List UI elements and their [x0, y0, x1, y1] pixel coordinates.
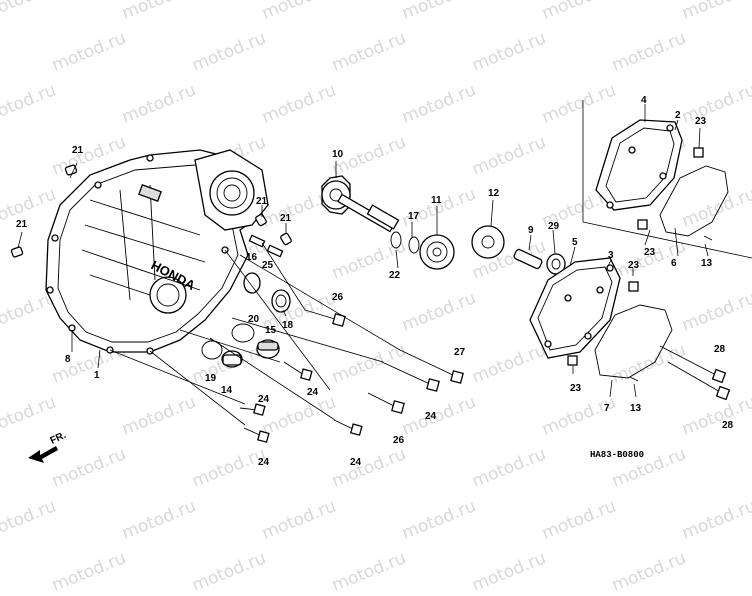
callout-21: 21 — [72, 145, 84, 156]
callout-12: 12 — [488, 188, 500, 199]
callout-23: 23 — [570, 383, 582, 394]
callout-28: 28 — [722, 420, 734, 431]
callout-6: 6 — [671, 258, 677, 269]
diagram-code: HA83-B0800 — [590, 450, 644, 460]
callout-15: 15 — [265, 325, 277, 336]
oil-seal-18 — [243, 272, 291, 313]
dowel-pins — [10, 164, 292, 258]
diagram-drawing: HONDA — [10, 95, 752, 468]
callout-13: 13 — [701, 258, 713, 269]
callout-14: 14 — [221, 385, 233, 396]
callout-24: 24 — [350, 457, 362, 468]
leader-lines — [17, 162, 401, 426]
small-bolts-16-25 — [248, 234, 284, 258]
shaft-gear-10 — [321, 175, 400, 233]
callout-20: 20 — [248, 314, 260, 325]
callout-25: 25 — [262, 260, 274, 271]
callout-numbers: 21 21 21 21 16 25 8 1 20 15 18 19 14 24 … — [16, 95, 734, 468]
callout-21: 21 — [280, 213, 292, 224]
callout-4: 4 — [641, 95, 647, 106]
leader-lines-right — [282, 104, 709, 398]
callout-23: 23 — [628, 260, 640, 271]
inner-cover-3 — [529, 257, 621, 359]
callout-8: 8 — [65, 354, 71, 365]
callout-24: 24 — [258, 457, 270, 468]
callout-26: 26 — [393, 435, 405, 446]
callout-24: 24 — [307, 387, 319, 398]
callout-23: 23 — [695, 116, 707, 127]
callout-13: 13 — [630, 403, 642, 414]
gear-12 — [471, 225, 505, 259]
callout-23: 23 — [644, 247, 656, 258]
callout-11: 11 — [431, 195, 442, 206]
callout-24: 24 — [425, 411, 437, 422]
front-direction-arrow: FR. — [28, 430, 68, 463]
callout-19: 19 — [205, 373, 217, 384]
long-bolts-28 — [659, 345, 731, 401]
gasket-6 — [659, 165, 729, 237]
callout-16: 16 — [246, 252, 258, 263]
callout-28: 28 — [714, 344, 726, 355]
outer-cover-4 — [595, 119, 683, 211]
left-crankcase-cover: HONDA — [45, 149, 269, 355]
gasket-7 — [594, 304, 673, 379]
callout-7: 7 — [604, 403, 610, 414]
callout-22: 22 — [389, 270, 401, 281]
callout-1: 1 — [94, 370, 100, 381]
callout-2: 2 — [675, 110, 681, 121]
callout-17: 17 — [408, 211, 420, 222]
callout-29: 29 — [548, 221, 560, 232]
callout-26: 26 — [332, 292, 344, 303]
circlips-17-22 — [390, 231, 420, 254]
screws-23-13 — [567, 147, 713, 382]
callout-21: 21 — [256, 196, 268, 207]
callout-18: 18 — [282, 320, 294, 331]
front-label: FR. — [49, 430, 68, 447]
callout-27: 27 — [454, 347, 466, 358]
gear-11 — [419, 234, 455, 270]
callout-5: 5 — [572, 237, 578, 248]
inset-frame — [582, 100, 752, 259]
callout-24: 24 — [258, 394, 270, 405]
callout-9: 9 — [528, 225, 534, 236]
callout-21: 21 — [16, 219, 28, 230]
collar-9-bearing-29 — [513, 248, 566, 275]
bolts — [239, 309, 464, 443]
callout-3: 3 — [608, 250, 614, 261]
callout-10: 10 — [332, 149, 344, 160]
